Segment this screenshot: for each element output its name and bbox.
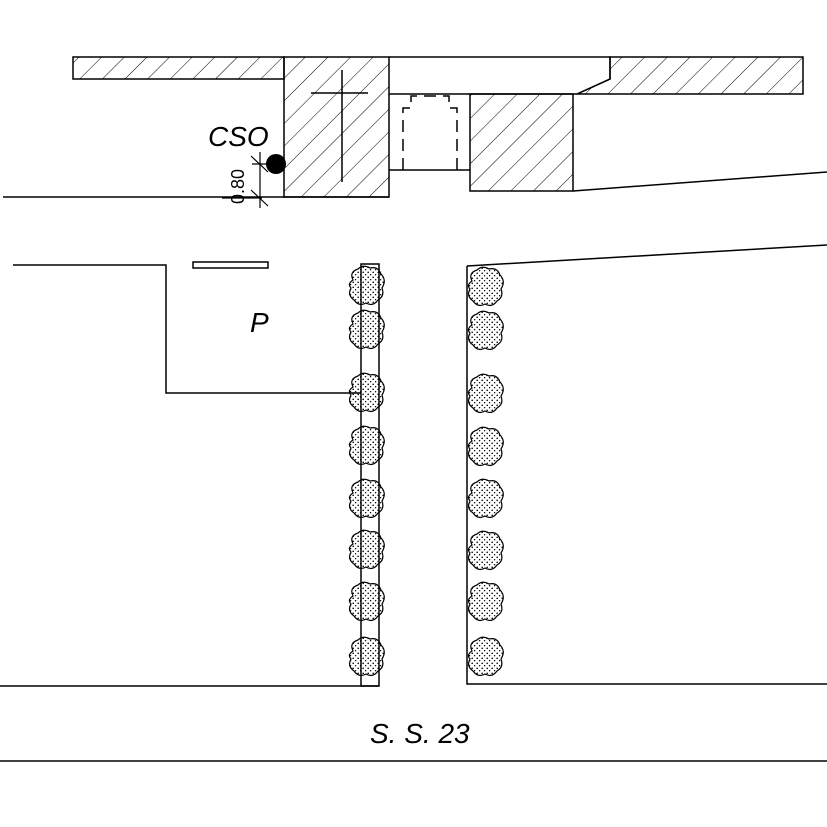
road: S. S. 23 — [0, 685, 827, 762]
left-tree-5 — [348, 478, 385, 519]
parking-label: P — [250, 307, 269, 338]
left-tree-7 — [348, 581, 385, 622]
top-wall — [72, 56, 804, 95]
right-tree-5 — [467, 478, 504, 519]
tree-row-right — [467, 266, 504, 677]
left-tree-3 — [348, 372, 385, 413]
boundary-lines — [3, 171, 827, 267]
parking-area: P — [13, 261, 361, 394]
right-tree-3 — [467, 373, 504, 414]
parking-sign — [192, 261, 269, 269]
right-tree-8 — [467, 636, 504, 677]
building-left — [283, 56, 390, 198]
left-tree-1 — [348, 265, 385, 306]
right-tree-7 — [467, 581, 504, 622]
dimension-label: 0.80 — [228, 169, 248, 204]
left-tree-8 — [348, 636, 385, 677]
left-tree-6 — [348, 529, 385, 570]
road-label: S. S. 23 — [370, 718, 470, 749]
right-tree-4 — [467, 426, 504, 467]
gate-element — [389, 95, 470, 171]
right-tree-2 — [467, 310, 504, 351]
left-tree-2 — [348, 309, 385, 350]
building-right — [469, 93, 574, 192]
right-tree-edge — [466, 266, 827, 685]
right-tree-6 — [467, 530, 504, 571]
right-tree-1 — [467, 266, 504, 307]
cso-label: CSO — [208, 121, 269, 152]
left-tree-4 — [348, 425, 385, 466]
cso-marker: CSO 0.80 — [208, 121, 286, 208]
